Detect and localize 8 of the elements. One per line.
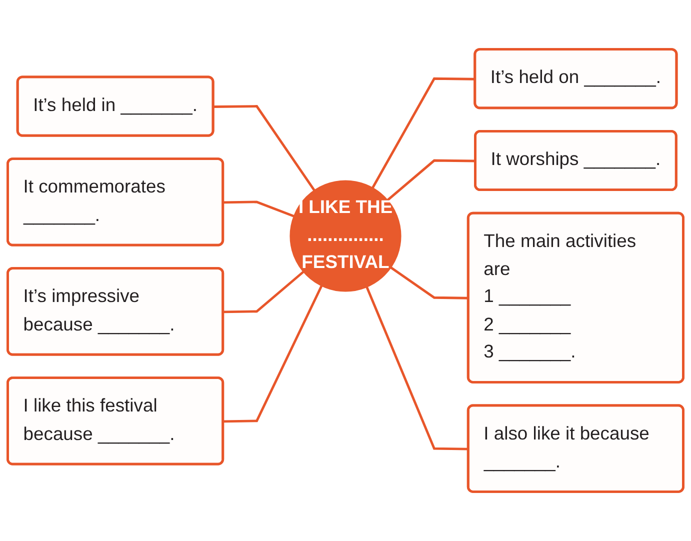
connector <box>371 77 476 189</box>
connector <box>386 159 476 202</box>
connector <box>223 284 323 423</box>
connector <box>366 286 469 450</box>
connector <box>223 270 305 314</box>
connector <box>390 266 469 300</box>
connector <box>223 200 295 218</box>
connector <box>214 105 316 192</box>
